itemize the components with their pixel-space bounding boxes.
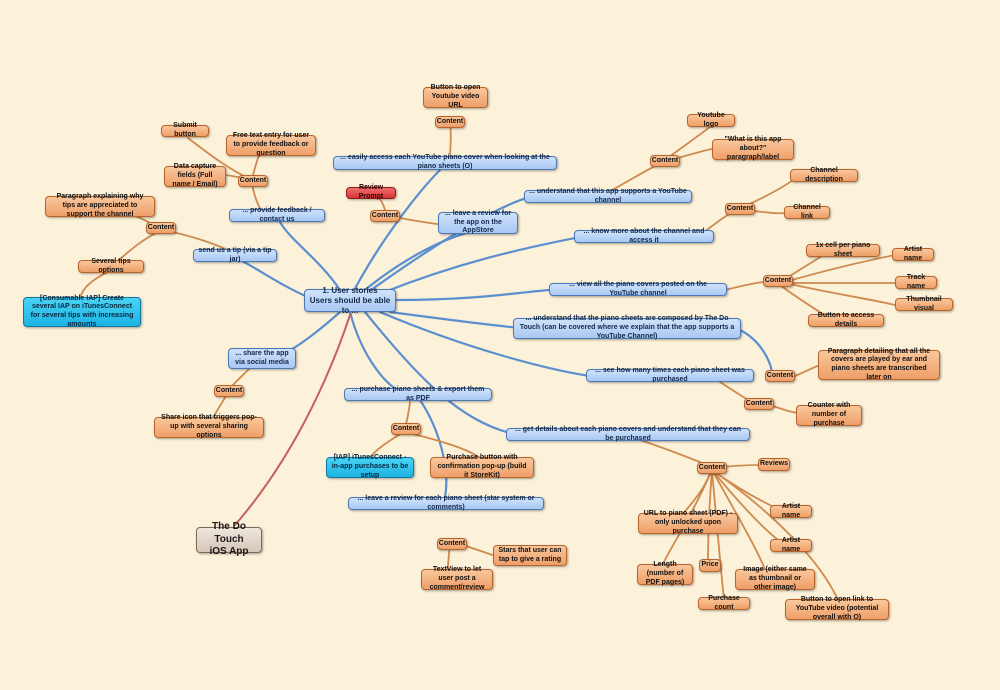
youtube-open-button-spec[interactable]: Button to open Youtube video URL (423, 84, 488, 109)
pdf-length-spec[interactable]: Length (number of PDF pages) (637, 561, 693, 586)
youtube-access-content[interactable]: Content (435, 116, 465, 128)
link-root-purchased (378, 310, 592, 378)
purchase-count-spec[interactable]: Purchase count (698, 595, 750, 611)
review-prompt[interactable]: Review Prompt (346, 184, 396, 200)
link-root-channel-more (363, 235, 582, 302)
story-purchase-count[interactable]: ... see how many times each piano sheet … (586, 367, 754, 383)
story-composed[interactable]: ... understand that the piano sheets are… (513, 315, 741, 340)
app-title: The Do Touch (212, 521, 246, 545)
feedback-data-capture-spec[interactable]: Data capture fields (Full name / Email) (164, 163, 226, 188)
link-root-purchase (348, 310, 402, 394)
story-purchase[interactable]: ... purchase piano sheets & export them … (344, 386, 492, 402)
link-root-composed (388, 310, 522, 330)
channel-link-spec[interactable]: Channel link (784, 204, 830, 220)
covers-content[interactable]: Content (763, 275, 793, 287)
review-sheet-content[interactable]: Content (437, 538, 467, 550)
cell-per-sheet-spec[interactable]: 1x cell per piano sheet (806, 242, 880, 258)
link-root-feedback (278, 220, 342, 292)
purchase-count-content[interactable]: Content (744, 398, 774, 410)
link-root-tip (238, 258, 312, 300)
channel-description-spec[interactable]: Channel description (790, 167, 858, 183)
link-root-details (363, 310, 512, 435)
link-root-review-app (353, 230, 472, 300)
app-node[interactable]: The Do Touch iOS App (196, 521, 262, 557)
link-root-share (288, 310, 342, 352)
story-tip[interactable]: send us a tip (via a tip jar) (193, 247, 277, 263)
pdf-url-spec[interactable]: URL to piano sheet (PDF) - only unlocked… (638, 510, 738, 535)
youtube-link-button-spec[interactable]: Button to open link to YouTube video (po… (785, 596, 889, 621)
link-composed-content (738, 328, 774, 374)
share-content[interactable]: Content (214, 385, 244, 397)
story-covers[interactable]: ... view all the piano covers posted on … (549, 281, 727, 297)
details-image-spec[interactable]: Image (either same as thumbnail or other… (735, 566, 815, 591)
story-youtube-access[interactable]: ... easily access each YouTube piano cov… (333, 154, 557, 170)
details-artist-spec-1[interactable]: Artist name (770, 503, 812, 519)
story-review-app[interactable]: ... leave a review for the app on the Ap… (438, 210, 518, 234)
reviews-spec[interactable]: Reviews (758, 458, 790, 471)
comment-textview-spec[interactable]: TextView to let user post a comment/revi… (421, 566, 493, 591)
purchase-counter-spec[interactable]: Counter with number of purchase (796, 402, 862, 427)
share-icon-spec[interactable]: Share icon that triggers pop-up with sev… (154, 414, 264, 439)
story-channel-support[interactable]: ... understand that this app supports a … (524, 188, 692, 204)
tip-content[interactable]: Content (146, 222, 176, 234)
details-button-spec[interactable]: Button to access details (808, 312, 884, 328)
details-content[interactable]: Content (697, 462, 727, 474)
root-user-stories[interactable]: 1. User stories Users should be able to … (304, 285, 396, 315)
tip-iap-spec[interactable]: [Consumable IAP] Create several IAP on i… (23, 295, 141, 328)
purchase-button-spec[interactable]: Purchase button with confirmation pop-up… (430, 454, 534, 479)
channel-support-content[interactable]: Content (650, 155, 680, 167)
story-details[interactable]: ... get details about each piano covers … (506, 426, 750, 442)
purchase-iap-spec[interactable]: [IAP] iTunesConnect - in-app purchases t… (326, 454, 414, 479)
root-subtitle: Users should be able to ... (309, 295, 391, 315)
feedback-submit-spec[interactable]: Submit button (161, 122, 209, 138)
link-root-app (234, 314, 351, 526)
played-by-ear-spec[interactable]: Paragraph detailing that all the covers … (818, 348, 940, 381)
root-title: 1. User stories (322, 285, 378, 295)
tip-options-spec[interactable]: Several tips options (78, 258, 144, 274)
covers-track-spec[interactable]: Track name (895, 274, 937, 290)
youtube-logo-spec[interactable]: Youtube logo (687, 112, 735, 128)
tip-paragraph-spec[interactable]: Paragraph explaining why tips are apprec… (45, 193, 155, 218)
details-artist-spec-2[interactable]: Artist name (770, 537, 812, 553)
covers-thumbnail-spec[interactable]: Thumbnail visual (895, 296, 953, 312)
channel-more-content[interactable]: Content (725, 203, 755, 215)
story-review-sheet[interactable]: ... leave a review for each piano sheet … (348, 495, 544, 511)
feedback-content[interactable]: Content (238, 175, 268, 187)
covers-artist-spec[interactable]: Artist name (892, 246, 934, 262)
price-spec[interactable]: Price (699, 559, 721, 572)
link-purchase-review (418, 398, 448, 499)
purchase-content[interactable]: Content (391, 423, 421, 435)
story-share[interactable]: ... share the app via social media (228, 348, 296, 369)
review-app-content[interactable]: Content (370, 210, 400, 222)
what-is-app-spec[interactable]: "What is this app about?" paragraph/labe… (712, 136, 794, 161)
story-feedback[interactable]: ... provide feedback / contact us (229, 207, 325, 223)
story-channel-more[interactable]: ... know more about the channel and acce… (574, 228, 714, 244)
composed-content[interactable]: Content (765, 370, 795, 382)
stars-rating-spec[interactable]: Stars that user can tap to give a rating (493, 545, 567, 566)
app-subtitle: iOS App (209, 546, 249, 558)
link-root-covers (393, 288, 552, 302)
feedback-free-text-spec[interactable]: Free text entry for user to provide feed… (226, 132, 316, 157)
